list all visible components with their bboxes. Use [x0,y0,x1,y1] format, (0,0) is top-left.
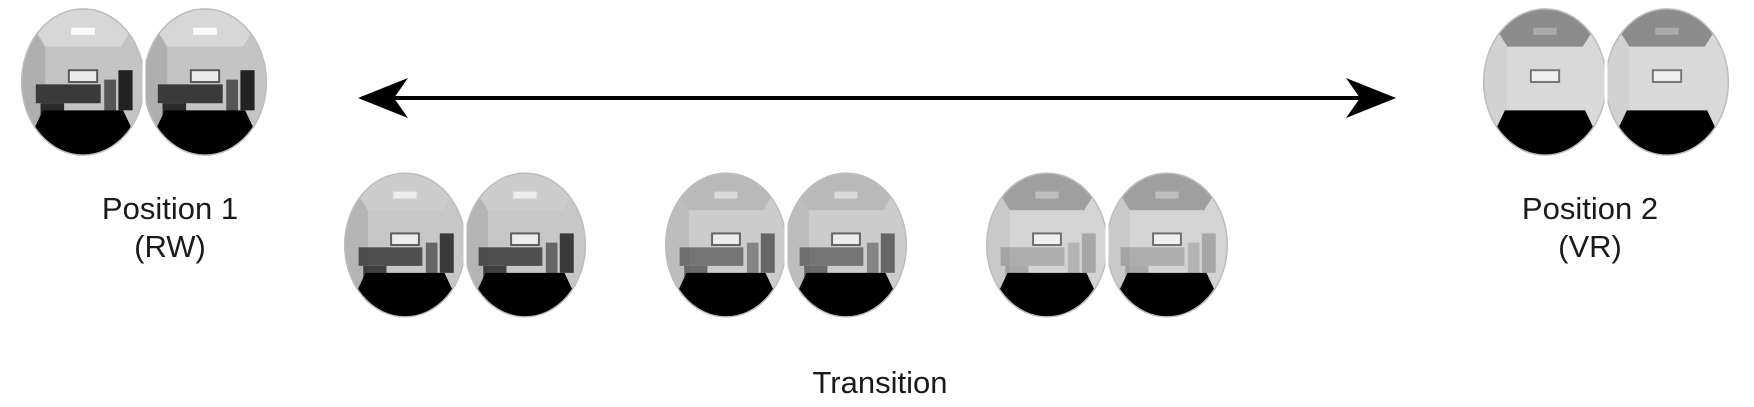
position-2-title: Position 2 [1521,191,1659,226]
ceiling-light [714,191,738,199]
window [711,232,741,246]
left-eye-view [1483,8,1607,156]
window [67,69,99,83]
ceiling-light [393,191,417,199]
ceiling-light [1533,27,1557,35]
window [1529,69,1561,83]
window [831,232,861,246]
ceiling-light [1655,27,1679,35]
stereo-views [20,8,1730,318]
floor [785,272,907,317]
window [1032,232,1062,246]
window [189,69,221,83]
position-1-subtitle: (RW) [134,229,206,264]
right-eye-view [1106,173,1228,317]
arrowhead-right [1346,78,1396,118]
window [390,232,420,246]
double-arrow [358,78,1396,118]
left-eye-view [21,8,145,156]
ceiling-light [1155,191,1179,199]
office-furniture [1000,233,1096,285]
transition-2-stereo-pair [664,172,908,318]
floor [1106,272,1228,317]
position-2-stereo-pair [1482,8,1730,156]
right-eye-view [1605,8,1729,156]
position-2-caption: Position 2 (VR) [1480,190,1700,266]
position-1-caption: Position 1 (RW) [60,190,280,266]
ceiling-light [513,191,537,199]
window [1152,232,1182,246]
ceiling-light [834,191,858,199]
window [510,232,540,246]
window [1651,69,1683,83]
transition-caption: Transition [690,364,1070,402]
ceiling-light [193,27,217,35]
position-2-subtitle: (VR) [1558,229,1622,264]
floor [1605,110,1729,156]
floor [665,272,787,317]
ceiling-light [1035,191,1059,199]
floor [344,272,466,317]
floor [143,110,267,156]
arrowhead-left [358,78,408,118]
floor [1483,110,1607,156]
floor [21,110,145,156]
transition-1-stereo-pair [343,172,587,318]
transition-label: Transition [812,365,948,400]
ceiling-light [71,27,95,35]
position-1-title: Position 1 [101,191,239,226]
transition-3-stereo-pair [985,172,1229,318]
floor [464,272,586,317]
floor [986,272,1108,317]
position-1-stereo-pair [20,8,268,156]
